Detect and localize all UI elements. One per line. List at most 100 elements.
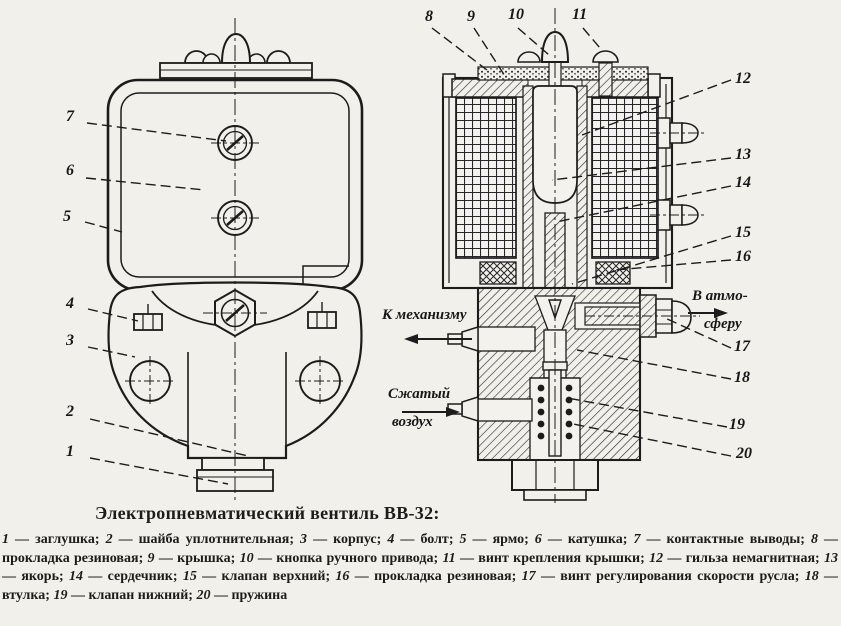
- legend-item: 3 — корпус;: [300, 532, 388, 547]
- legend-item-name: катушка: [567, 532, 623, 547]
- legend-item: 9 — крышка;: [147, 550, 240, 566]
- coil-right: [591, 97, 659, 259]
- legend-item-name: сердечник: [107, 569, 173, 585]
- figure-title: Электропневматический вентиль ВВ-32:: [95, 503, 440, 523]
- legend-item: 7 — контактные выводы;: [633, 532, 811, 547]
- cover-screws: [211, 125, 259, 236]
- legend-item-name: заглушка: [35, 532, 95, 547]
- callout-4: 4: [66, 295, 74, 312]
- arrow-compressed-air: [402, 407, 460, 417]
- legend-item-number: 19: [53, 587, 68, 603]
- legend-item: 13 — якорь;: [2, 550, 839, 585]
- contact-cover-plate: [159, 32, 313, 79]
- callout-14: 14: [735, 174, 751, 191]
- legend-item-number: 16: [335, 569, 350, 585]
- annotation-to-mechanism: К механизму: [382, 307, 467, 323]
- flange-bolts: [133, 302, 337, 331]
- cover-screw-section: [592, 50, 619, 97]
- legend-item-name: крышка: [177, 550, 231, 566]
- port-compressed-air: [447, 395, 533, 423]
- annotation-compressed-air-1: Сжатый: [388, 386, 451, 402]
- callout-9: 9: [467, 8, 475, 25]
- legend-item: 15 — клапан верхний;: [182, 569, 336, 585]
- callout-7: 7: [66, 108, 74, 125]
- legend-item-name: гильза немагнитная: [685, 550, 816, 566]
- rubber-gasket-right: [595, 261, 631, 285]
- legend-item: 6 — катушка;: [534, 532, 634, 547]
- callout-15: 15: [735, 224, 751, 241]
- callout-17: 17: [734, 338, 750, 355]
- legend-item-number: 15: [182, 569, 197, 585]
- callout-19: 19: [729, 416, 745, 433]
- callout-13: 13: [735, 146, 751, 163]
- legend-item-name: винт крепления крышки: [478, 550, 641, 566]
- legend-item: 1 — заглушка;: [2, 532, 106, 547]
- legend-item-number: 9: [147, 550, 155, 566]
- legend-item-name: прокладка резиновая: [2, 550, 139, 566]
- legend-item-number: 8: [810, 532, 818, 547]
- legend-item-number: 4: [387, 532, 395, 547]
- legend-item-number: 10: [239, 550, 254, 566]
- legend-item: 4 — болт;: [387, 532, 460, 547]
- legend-item-number: 14: [68, 569, 83, 585]
- legend-item-number: 7: [633, 532, 641, 547]
- legend-item-number: 13: [824, 550, 839, 566]
- legend-item-number: 5: [459, 532, 467, 547]
- legend-item-name: ярмо: [492, 532, 525, 547]
- leader-lines: [84, 27, 732, 485]
- legend-item: 14 — сердечник;: [68, 569, 183, 585]
- legend-item-name: втулка: [2, 587, 46, 603]
- callout-5: 5: [63, 208, 71, 225]
- callout-3: 3: [66, 332, 74, 349]
- legend-item-name: корпус: [333, 532, 377, 547]
- legend-item: 10 — кнопка ручного привода;: [239, 550, 443, 566]
- legend-item: 11 — винт крепления крышки;: [442, 550, 650, 566]
- coil-left: [455, 97, 517, 259]
- manual-button-front: [220, 32, 252, 64]
- valve-drawing: [84, 8, 732, 503]
- legend-item: 2 — шайба уплотнительная;: [105, 532, 301, 547]
- legend-item-name: якорь: [21, 569, 59, 585]
- callout-1: 1: [66, 443, 74, 460]
- callout-6: 6: [66, 162, 74, 179]
- legend-item: 12 — гильза немагнитная;: [649, 550, 825, 566]
- legend-item: 19 — клапан нижний;: [53, 587, 197, 603]
- callout-2: 2: [66, 403, 74, 420]
- flow-arrows: [402, 308, 728, 417]
- legend-item: 16 — прокладка резиновая;: [335, 569, 522, 585]
- legend-item-name: прокладка резиновая: [374, 569, 512, 585]
- spring-coils: [537, 384, 573, 440]
- legend-item-number: 3: [300, 532, 308, 547]
- legend-item-number: 12: [649, 550, 664, 566]
- legend-item-name: контактные выводы: [666, 532, 801, 547]
- legend-item-name: винт регулирования скорости русла: [560, 569, 795, 585]
- legend-item: 18 — втулка;: [2, 569, 839, 603]
- legend-item-name: клапан верхний: [221, 569, 326, 585]
- callout-11: 11: [572, 6, 588, 23]
- legend-item-name: клапан нижний: [88, 587, 189, 603]
- mounting-holes: [125, 356, 345, 406]
- valve-figure: 1 2 3 4 5 6 7 8 9 10 11 12 13 14 15 16 1…: [63, 6, 752, 503]
- callout-10: 10: [508, 6, 524, 23]
- arrow-to-mechanism: [404, 334, 472, 344]
- rubber-gasket-left: [479, 261, 517, 285]
- legend-item-number: 18: [804, 569, 819, 585]
- left-view-drawing: [106, 18, 364, 500]
- legend-item-number: 20: [196, 587, 211, 603]
- callout-20: 20: [736, 445, 752, 462]
- legend-item: 8 — прокладка резиновая;: [2, 532, 839, 566]
- legend-item-name: болт: [420, 532, 449, 547]
- callout-12: 12: [735, 70, 751, 87]
- legend-item-name: кнопка ручного привода: [276, 550, 434, 566]
- parts-legend: 1 — заглушка; 2 — шайба уплотнительная; …: [2, 531, 838, 605]
- legend-item: 5 — ярмо;: [459, 532, 535, 547]
- legend-item-number: 17: [521, 569, 536, 585]
- legend-item: 17 — винт регулирования скорости русла;: [521, 569, 805, 585]
- legend-item-number: 2: [105, 532, 113, 547]
- annotation-to-atmosphere-2: сферу: [704, 316, 742, 332]
- annotation-compressed-air-2: воздух: [392, 414, 433, 430]
- legend-item-name: пружина: [231, 587, 288, 603]
- annotation-to-atmosphere-1: В атмо-: [692, 288, 748, 304]
- contact-terminals: [650, 117, 706, 231]
